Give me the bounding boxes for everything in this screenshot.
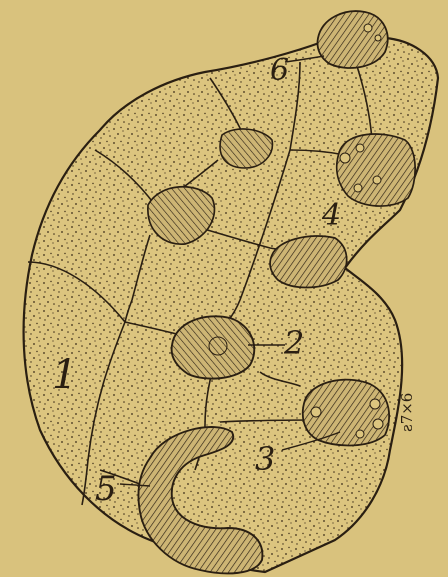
nucleus-4 [337, 134, 415, 206]
nucleus-c [270, 236, 347, 288]
nucleus-3 [303, 380, 389, 446]
tissue-outline [24, 37, 438, 572]
label-1: 1 [52, 352, 77, 398]
margin-note: ƨ7×6 [398, 393, 416, 432]
nucleus-2 [172, 316, 255, 378]
nucleus-6 [318, 11, 388, 68]
label-4: 4 [321, 198, 341, 233]
label-5: 5 [95, 469, 117, 509]
label-2: 2 [283, 324, 304, 362]
label-6: 6 [270, 53, 289, 88]
label-3: 3 [255, 440, 275, 478]
